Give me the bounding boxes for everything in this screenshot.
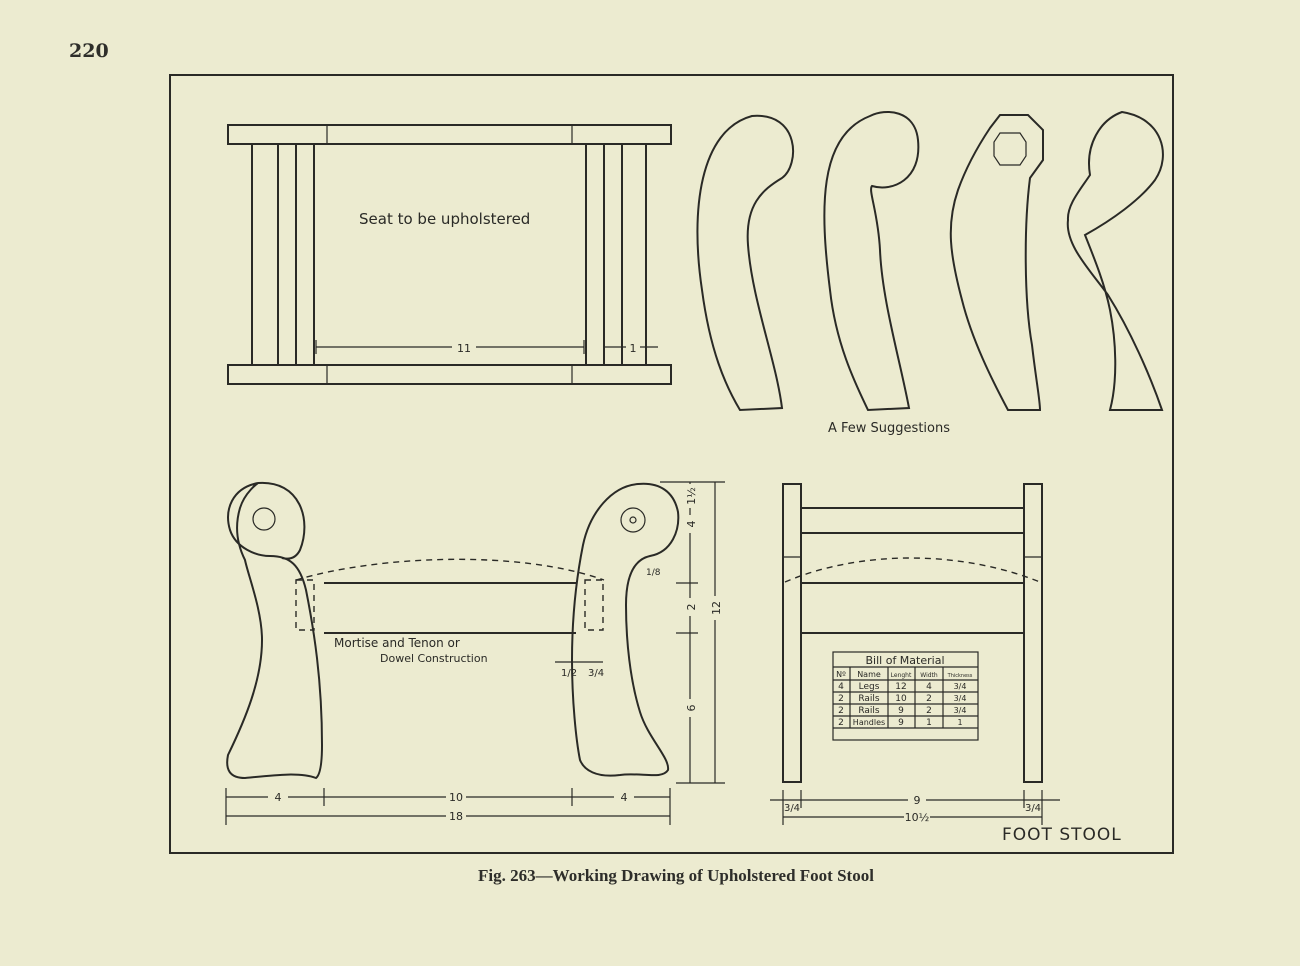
dim-tenon-a: 1/2: [561, 668, 577, 679]
leg-suggestions: A Few Suggestions: [696, 110, 1164, 436]
bom-header-thickness: Thickness: [947, 673, 973, 679]
side-leg-right: [570, 482, 680, 777]
dim-head: 4: [685, 521, 698, 528]
dim-left: 4: [275, 791, 282, 804]
drawing-frame: [169, 74, 1174, 854]
page-number: 220: [69, 40, 109, 62]
bom-cell: 9: [898, 718, 904, 728]
dim-top: 1½: [685, 487, 698, 505]
bom-cell: Rails: [858, 694, 880, 704]
bom-header-no: Nº: [836, 670, 846, 679]
dim-leg-right: 3/4: [1025, 803, 1041, 814]
bom-title: Bill of Material: [866, 654, 945, 667]
dim-tenon-b: 3/4: [588, 668, 604, 679]
dim-leg-left: 3/4: [784, 803, 800, 814]
end-view: 3/4 9 3/4 10½ FOOT STOOL: [770, 483, 1122, 845]
suggestion-leg-4: [1066, 110, 1164, 411]
bom-cell: 9: [898, 706, 904, 716]
dim-mid: 10: [449, 791, 463, 804]
dim-end-total: 10½: [905, 811, 930, 824]
seat-label: Seat to be upholstered: [359, 210, 530, 228]
dim-small: 1/8: [646, 568, 661, 578]
suggestions-label: A Few Suggestions: [828, 421, 950, 436]
bom-cell: 2: [838, 718, 844, 728]
dim-between: 9: [914, 794, 921, 807]
bom-cell: 3/4: [954, 682, 967, 691]
dim-leg-label: 1: [630, 342, 637, 355]
bom-cell: 2: [838, 706, 844, 716]
bom-cell: 4: [838, 682, 844, 692]
drawing-title: FOOT STOOL: [1002, 825, 1122, 845]
bom-cell: 2: [926, 706, 932, 716]
bom-cell: 1: [957, 718, 962, 727]
bom-cell: Rails: [858, 706, 880, 716]
bom-header-width: Width: [920, 672, 938, 679]
bom-cell: 1: [926, 718, 932, 728]
suggestion-leg-1: [696, 114, 794, 412]
suggestion-leg-2: [823, 111, 920, 412]
side-view: Mortise and Tenon or Dowel Construction …: [225, 481, 725, 825]
bom-cell: Legs: [859, 682, 880, 692]
bom-cell: 4: [926, 682, 932, 692]
suggestion-leg-3: [949, 114, 1044, 411]
bill-of-material: Bill of Material Nº Name Lenght Width Th…: [832, 651, 979, 741]
dim-lower: 6: [685, 705, 698, 712]
joint-label-2: Dowel Construction: [380, 652, 488, 665]
dim-right: 4: [621, 791, 628, 804]
dim-height: 12: [710, 601, 723, 615]
bom-cell: 2: [838, 694, 844, 704]
bom-cell: 2: [926, 694, 932, 704]
dim-total: 18: [449, 810, 463, 823]
bom-cell: 10: [895, 694, 907, 704]
figure-caption: Fig. 263—Working Drawing of Upholstered …: [478, 866, 874, 885]
bom-header-length: Lenght: [891, 672, 912, 679]
dim-rail: 2: [685, 604, 698, 611]
dim-inner-label: 11: [457, 342, 471, 355]
bom-header-name: Name: [857, 670, 881, 679]
bom-cell: 3/4: [954, 706, 967, 715]
side-leg-left: [226, 482, 324, 780]
bom-cell: Handles: [853, 718, 885, 727]
top-view: 11 1 Seat to be upholstered: [227, 124, 672, 385]
bom-cell: 3/4: [954, 694, 967, 703]
joint-label-1: Mortise and Tenon or: [334, 636, 460, 650]
bom-cell: 12: [895, 682, 906, 692]
